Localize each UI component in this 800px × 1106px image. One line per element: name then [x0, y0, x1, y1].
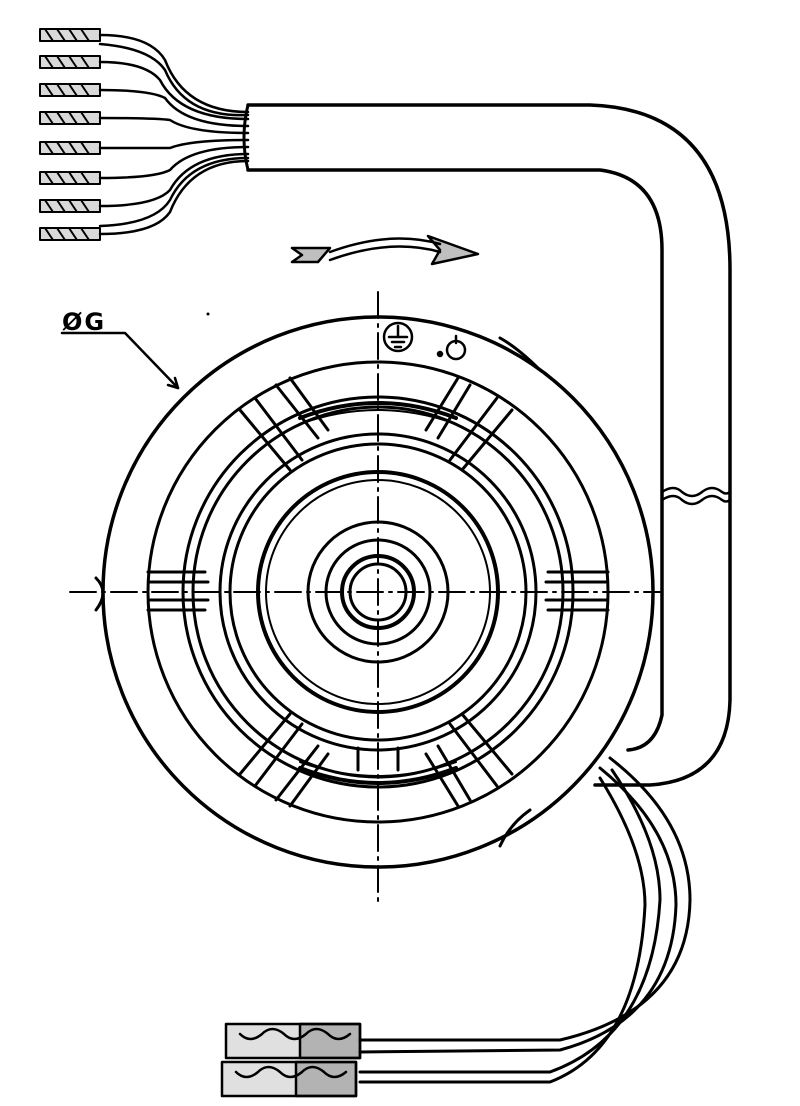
- rotation-direction-arrow-icon: [290, 234, 480, 266]
- wire-end: [39, 171, 101, 185]
- earth-ground-icon: [382, 321, 414, 353]
- wire-terminals: [39, 28, 101, 241]
- rotation-sense-icon: [436, 334, 467, 361]
- wire-end: [39, 199, 101, 213]
- spade-terminal: [224, 1022, 362, 1060]
- wire-end: [39, 55, 101, 69]
- diameter-dimension-label: ØG: [62, 308, 107, 336]
- wire-end: [39, 141, 101, 155]
- bottom-leads: [358, 756, 692, 1084]
- spade-terminals: [220, 1022, 362, 1098]
- center-lines: [69, 291, 661, 906]
- wire-end: [39, 28, 101, 42]
- stray-dot: [206, 312, 210, 316]
- wire-end: [39, 83, 101, 97]
- wire-end: [39, 111, 101, 125]
- lead-wires: [98, 33, 250, 236]
- wire-end: [39, 227, 101, 241]
- frame-ribs: [146, 376, 610, 808]
- spade-terminal: [220, 1060, 358, 1098]
